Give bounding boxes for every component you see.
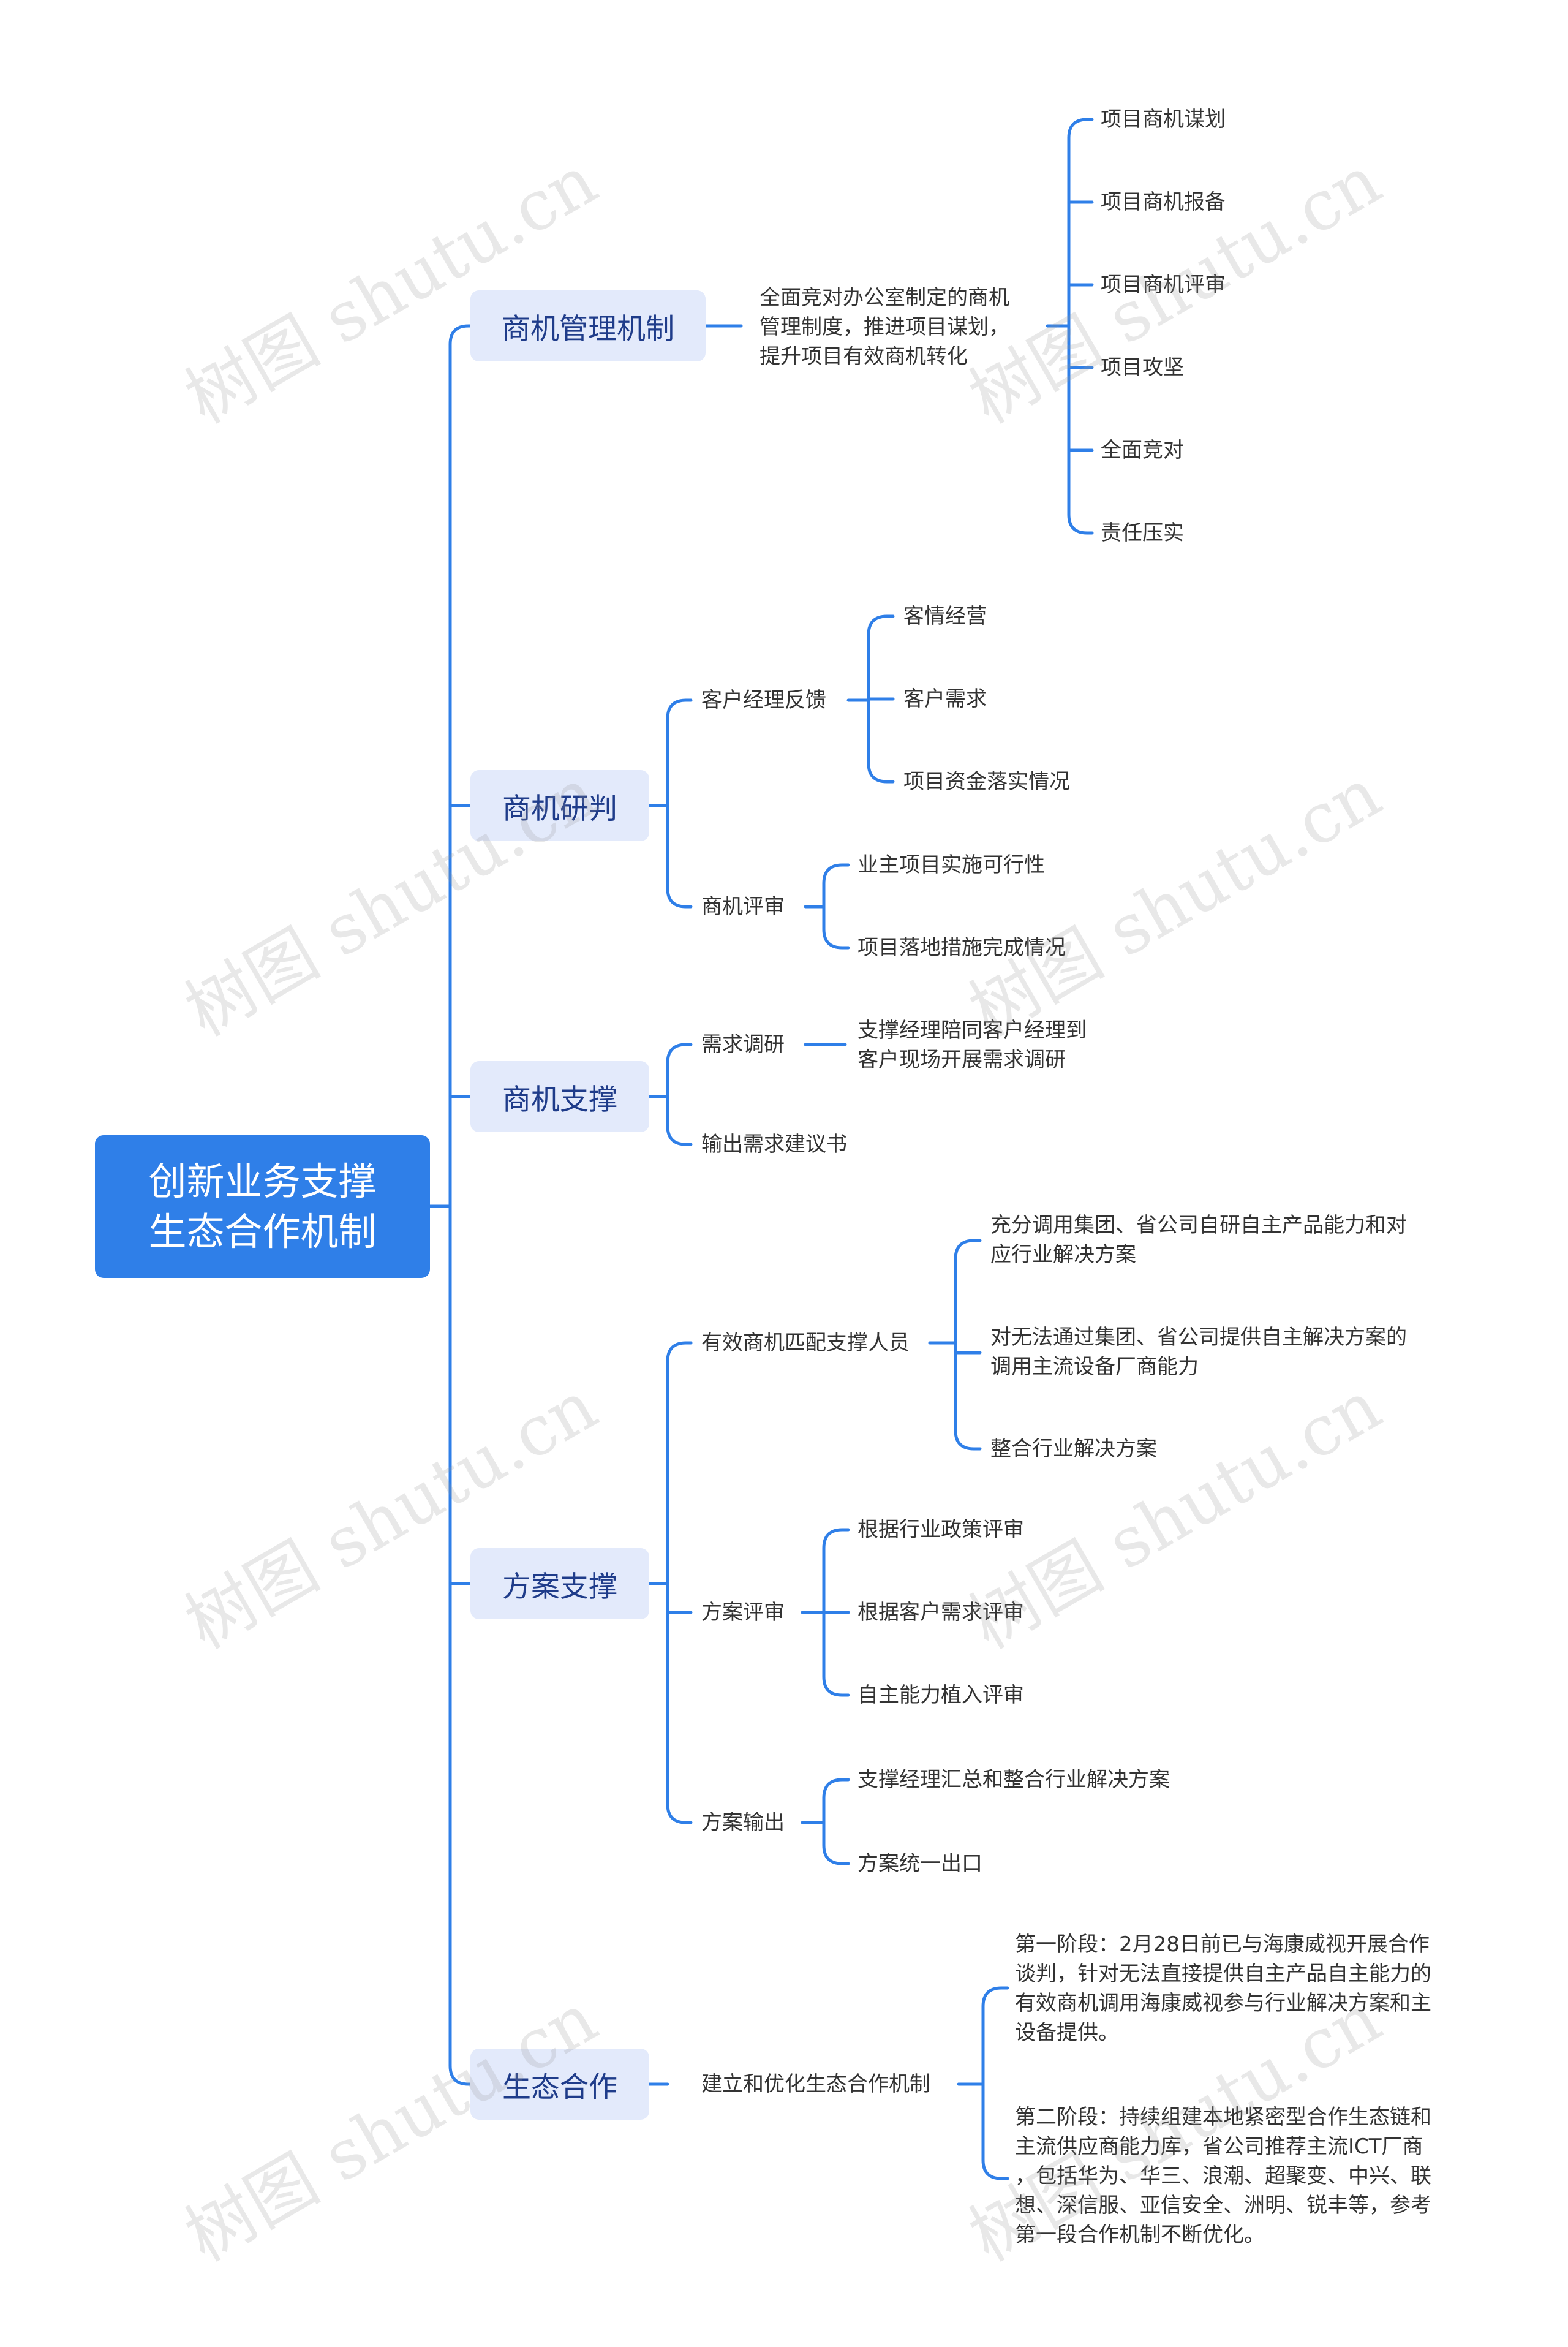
text-line: 支撑经理陪同客户经理到 xyxy=(858,1018,1087,1043)
text-line: 提升项目有效商机转化 xyxy=(760,344,968,369)
text-line: 谈判，针对无法直接提供自主产品自主能力的 xyxy=(1015,1962,1431,1986)
text-line: 客户现场开展需求调研 xyxy=(858,1048,1066,1072)
b5-stage2[interactable]: 第二阶段：持续组建本地紧密型合作生态链和 主流供应商能力库，省公司推荐主流ICT… xyxy=(1015,2103,1431,2250)
branch-label: 商机研判 xyxy=(502,792,617,826)
branch-label: 商机支撑 xyxy=(502,1083,617,1117)
text-line: 充分调用集团、省公司自研自主产品能力和对 xyxy=(990,1213,1407,1238)
b4-sub3[interactable]: 方案输出 xyxy=(701,1810,785,1835)
text-line: 全面竞对办公室制定的商机 xyxy=(760,285,1009,310)
b4-sub3-item-2[interactable]: 方案统一出口 xyxy=(858,1851,982,1876)
text-line: 第二阶段：持续组建本地紧密型合作生态链和 xyxy=(1015,2105,1431,2130)
text-line: 第一阶段：2月28日前已与海康威视开展合作 xyxy=(1015,1932,1430,1957)
b2-sub1[interactable]: 客户经理反馈 xyxy=(701,688,826,712)
text-line: 对无法通过集团、省公司提供自主解决方案的 xyxy=(990,1325,1407,1350)
root-node[interactable]: 创新业务支撑 生态合作机制 xyxy=(95,1135,430,1278)
b1-item-4[interactable]: 项目攻坚 xyxy=(1101,355,1184,380)
b1-mid-node[interactable]: 全面竞对办公室制定的商机 管理制度，推进项目谋划， 提升项目有效商机转化 xyxy=(760,283,1009,371)
branch-label: 方案支撑 xyxy=(502,1570,617,1604)
b1-item-6[interactable]: 责任压实 xyxy=(1101,521,1184,545)
text-line: 应行业解决方案 xyxy=(990,1242,1136,1267)
b4-sub1-item-1[interactable]: 充分调用集团、省公司自研自主产品能力和对 应行业解决方案 xyxy=(990,1211,1407,1269)
b1-item-2[interactable]: 项目商机报备 xyxy=(1101,190,1226,214)
branch-label: 生态合作 xyxy=(502,2070,617,2104)
text-line: ，包括华为、华三、浪潮、超聚变、中兴、联 xyxy=(1015,2164,1431,2188)
b2-sub2-item-1[interactable]: 业主项目实施可行性 xyxy=(858,853,1045,877)
branch-label: 商机管理机制 xyxy=(502,312,674,346)
b2-sub1-item-3[interactable]: 项目资金落实情况 xyxy=(903,769,1070,794)
b4-sub2-item-3[interactable]: 自主能力植入评审 xyxy=(858,1683,1024,1707)
b2-sub2-item-2[interactable]: 项目落地措施完成情况 xyxy=(858,935,1066,960)
b4-sub1-item-3[interactable]: 整合行业解决方案 xyxy=(990,1437,1157,1461)
branch-node-b4[interactable]: 方案支撑 xyxy=(470,1548,649,1619)
b3-sub1[interactable]: 需求调研 xyxy=(701,1032,785,1057)
text-line: 设备提供。 xyxy=(1015,2020,1119,2045)
b4-sub1-item-2[interactable]: 对无法通过集团、省公司提供自主解决方案的 调用主流设备厂商能力 xyxy=(990,1323,1407,1381)
branch-node-b1[interactable]: 商机管理机制 xyxy=(470,290,706,361)
b2-sub2[interactable]: 商机评审 xyxy=(701,894,785,919)
b4-sub3-item-1[interactable]: 支撑经理汇总和整合行业解决方案 xyxy=(858,1767,1170,1792)
text-line: 主流供应商能力库，省公司推荐主流ICT厂商 xyxy=(1015,2134,1423,2159)
b5-stage1[interactable]: 第一阶段：2月28日前已与海康威视开展合作 谈判，针对无法直接提供自主产品自主能… xyxy=(1015,1930,1431,2047)
b1-item-5[interactable]: 全面竞对 xyxy=(1101,438,1184,463)
root-title-line1: 创新业务支撑 xyxy=(148,1158,377,1204)
b4-sub2-item-2[interactable]: 根据客户需求评审 xyxy=(858,1600,1024,1625)
b4-sub2[interactable]: 方案评审 xyxy=(701,1600,785,1625)
b2-sub1-item-2[interactable]: 客户需求 xyxy=(903,687,987,711)
root-title-line2: 生态合作机制 xyxy=(148,1209,377,1254)
branch-node-b5[interactable]: 生态合作 xyxy=(470,2049,649,2120)
b2-sub1-item-1[interactable]: 客情经营 xyxy=(903,604,987,629)
branch-node-b3[interactable]: 商机支撑 xyxy=(470,1061,649,1132)
text-line: 调用主流设备厂商能力 xyxy=(990,1355,1199,1379)
b3-sub1-detail[interactable]: 支撑经理陪同客户经理到 客户现场开展需求调研 xyxy=(858,1016,1087,1075)
text-line: 管理制度，推进项目谋划， xyxy=(760,315,1009,339)
text-line: 想、深信服、亚信安全、洲明、锐丰等，参考 xyxy=(1015,2193,1431,2218)
branch-node-b2[interactable]: 商机研判 xyxy=(470,770,649,841)
b4-sub2-item-1[interactable]: 根据行业政策评审 xyxy=(858,1517,1024,1542)
b3-sub2[interactable]: 输出需求建议书 xyxy=(701,1132,847,1157)
b4-sub1[interactable]: 有效商机匹配支撑人员 xyxy=(701,1331,910,1355)
text-line: 有效商机调用海康威视参与行业解决方案和主 xyxy=(1015,1991,1431,2016)
text-line: 第一段合作机制不断优化。 xyxy=(1015,2223,1265,2247)
b5-sub1[interactable]: 建立和优化生态合作机制 xyxy=(701,2072,930,2096)
b1-item-3[interactable]: 项目商机评审 xyxy=(1101,273,1226,297)
b1-item-1[interactable]: 项目商机谋划 xyxy=(1101,107,1226,132)
